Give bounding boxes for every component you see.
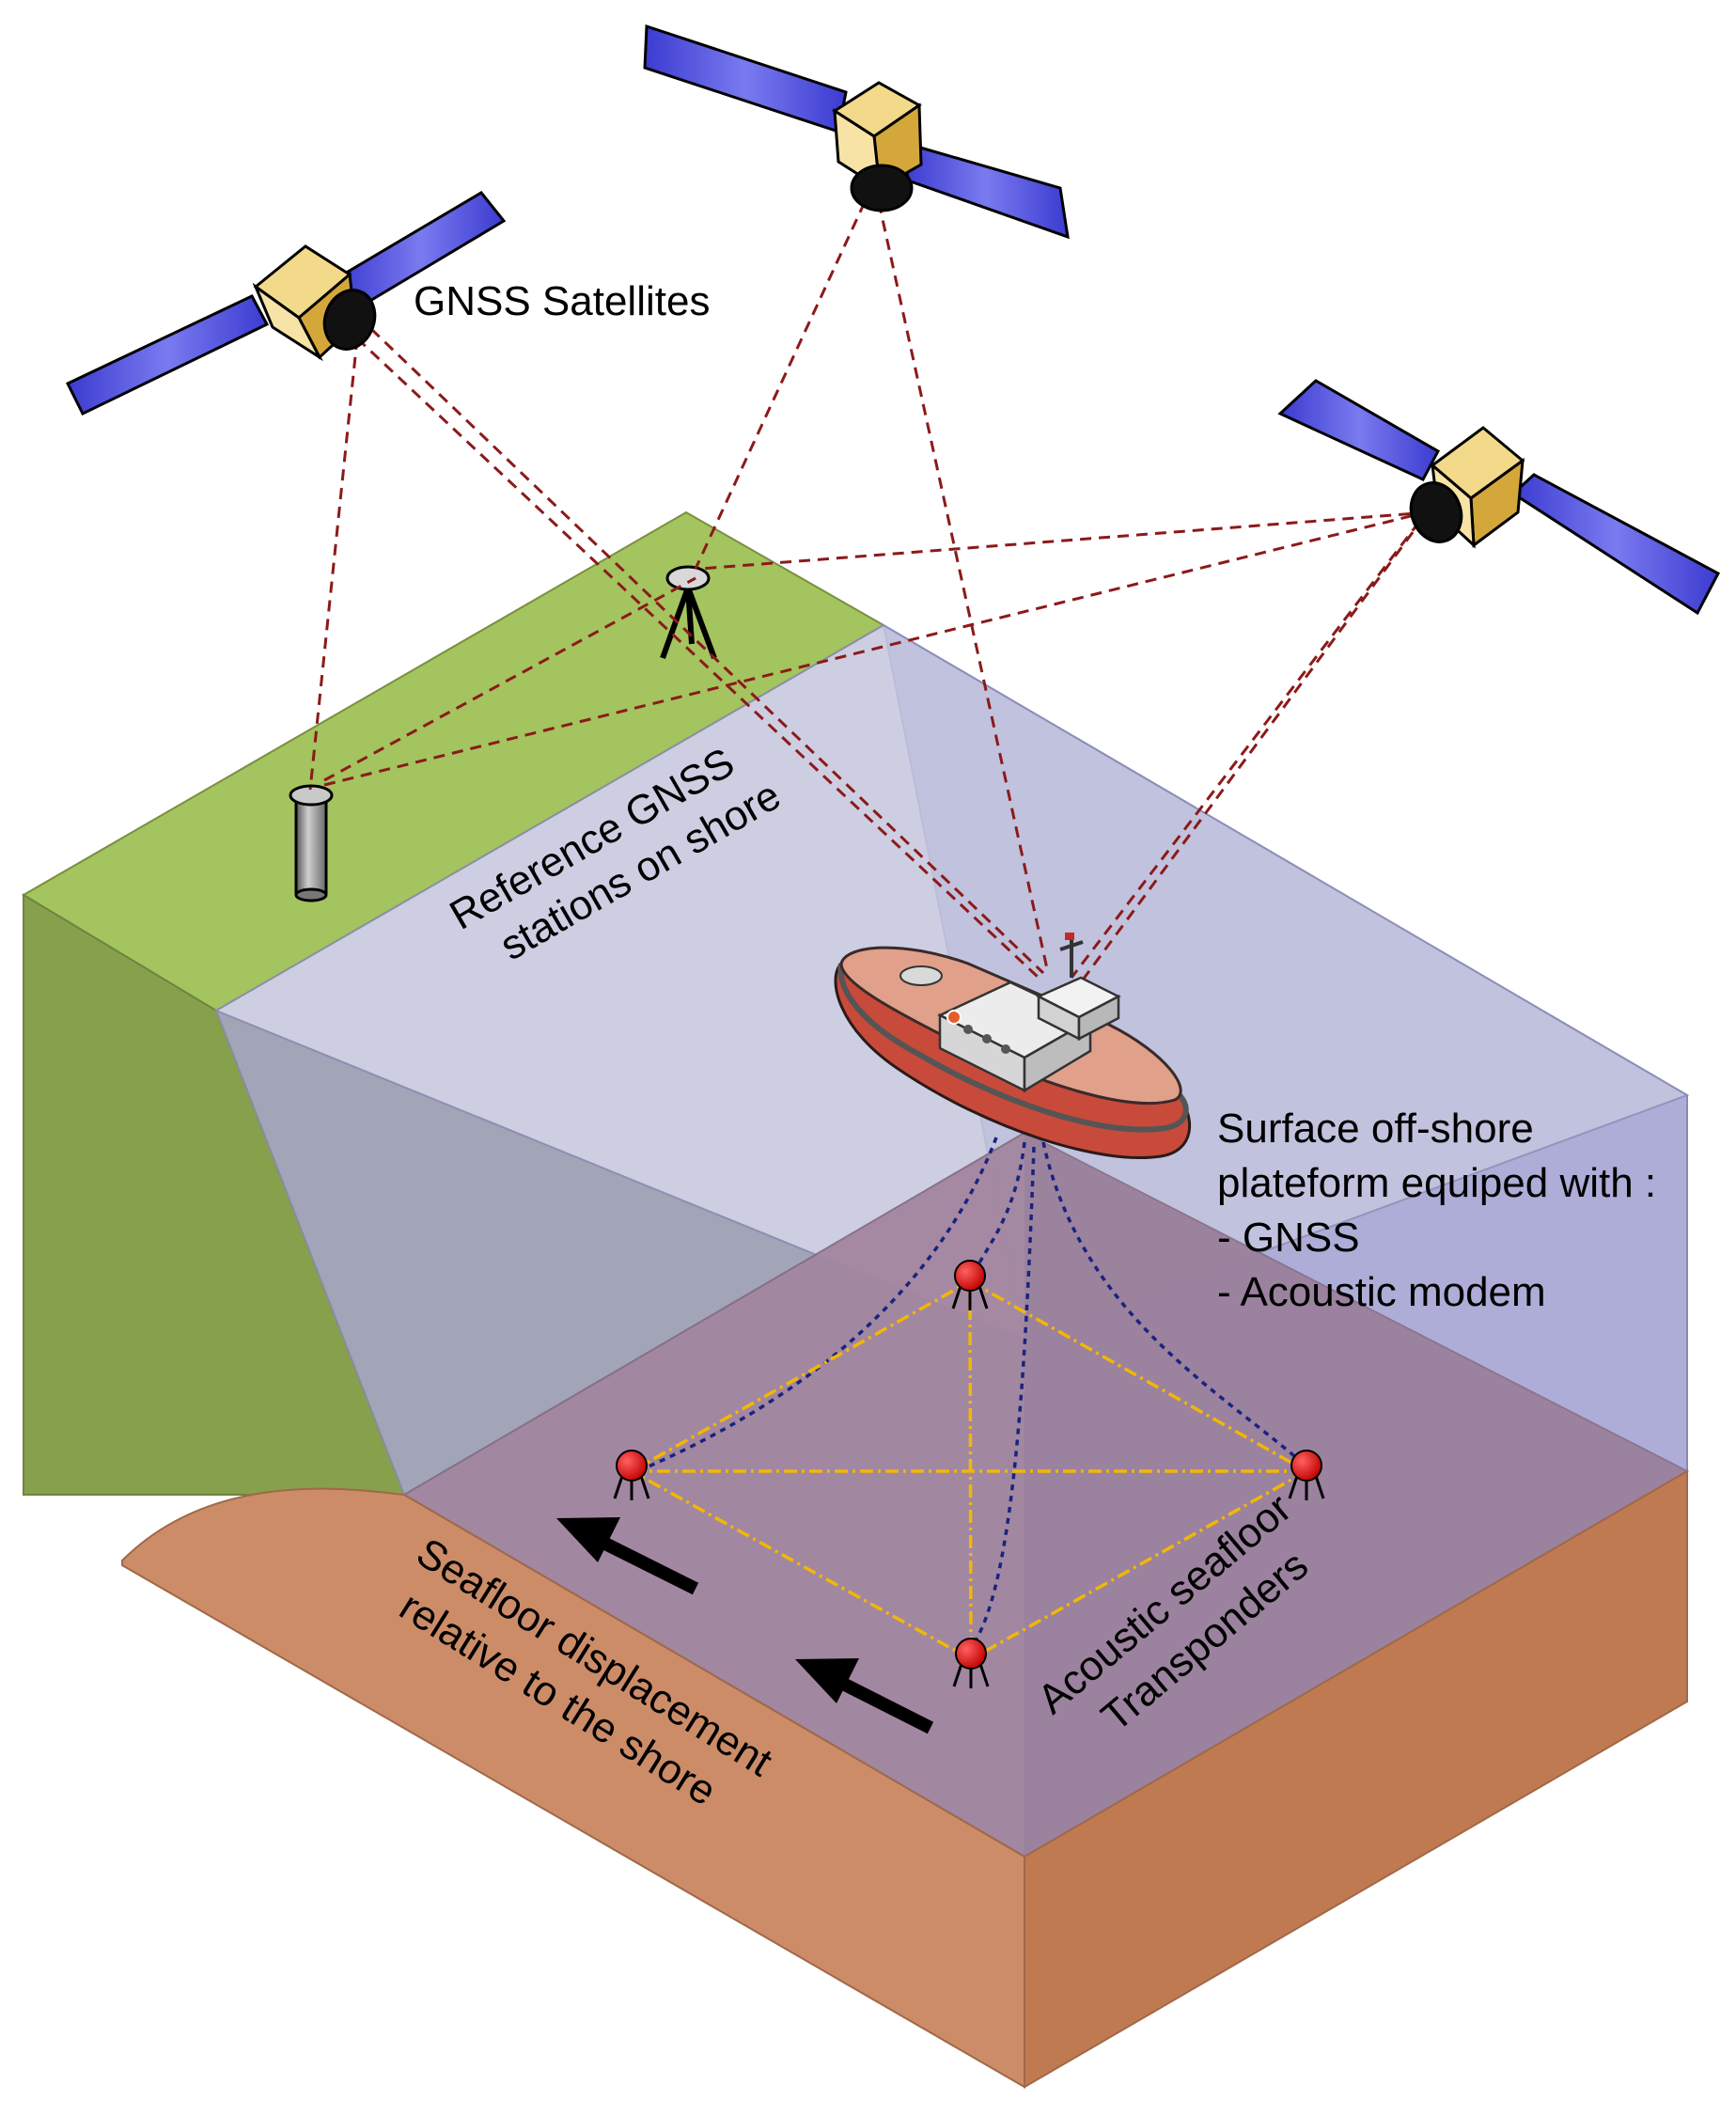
satellite-top (643, 24, 1070, 240)
displacement-arrow-2 (795, 1658, 934, 1734)
transponder-left (613, 1450, 650, 1500)
label-platform-line3: - GNSS (1217, 1215, 1360, 1261)
gnss-links (308, 201, 1430, 983)
seafloor-plane-right (1024, 1133, 1687, 1857)
sediment-right (1024, 1469, 1688, 2089)
surface-platform-ship (834, 933, 1191, 1160)
sediment-front (121, 1487, 1025, 2089)
transponder-right (1288, 1450, 1325, 1500)
label-platform-line2: plateform equiped with : (1217, 1160, 1656, 1206)
satellite-right (1277, 379, 1721, 616)
transponder-baselines (631, 1279, 1307, 1661)
label-platform-line1: Surface off-shore (1217, 1106, 1534, 1152)
transponder-top (951, 1260, 989, 1310)
transponder-bottom (952, 1638, 990, 1688)
satellite-left (65, 191, 507, 416)
reference-station-pillar (289, 784, 334, 902)
label-gnss-satellites: GNSS Satellites (414, 278, 710, 324)
reference-station-tripod (660, 565, 717, 660)
label-surface-platform: Surface off-shore plateform equiped with… (1217, 1106, 1656, 1315)
label-platform-line4: - Acoustic modem (1217, 1269, 1546, 1315)
displacement-arrow-1 (556, 1517, 699, 1595)
